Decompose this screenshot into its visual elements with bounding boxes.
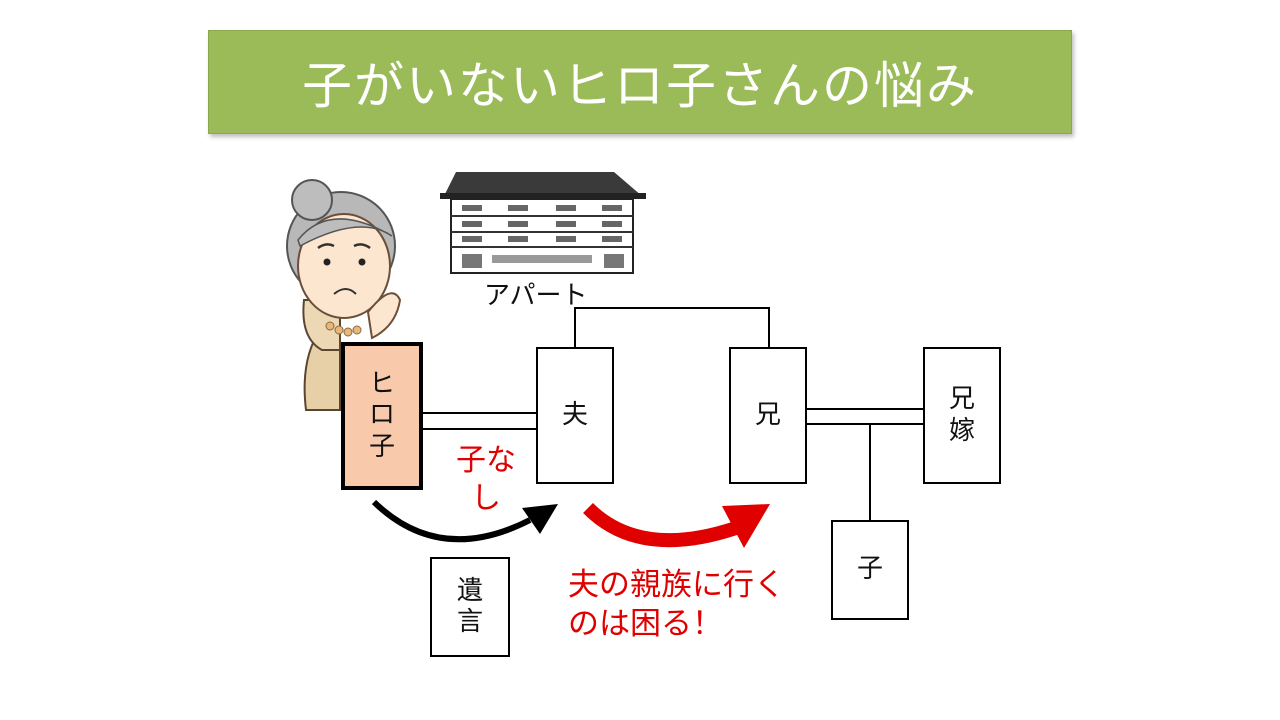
husband-label: 夫 [561,399,588,430]
will-label: 遺言 [456,575,483,637]
brother-marriage-line-bottom [807,423,923,425]
no-child-text: 子なし [456,443,516,516]
page-title: 子がいないヒロ子さんの悩み [302,57,978,115]
curved-arrow-icon [371,499,558,543]
sister-in-law-box: 兄嫁 [923,347,1001,484]
sister-in-law-label: 兄嫁 [948,384,975,446]
nephew-child-box: 子 [831,520,909,620]
sibling-line-right [768,307,770,347]
elderly-woman-worried-icon [286,179,402,411]
brother-marriage-line-top [807,408,923,410]
child-descent-line [869,424,871,520]
marriage-line-bottom [423,428,536,430]
sibling-line-left [574,307,576,347]
brother-label: 兄 [754,399,781,430]
will-box: 遺言 [430,557,510,657]
sibling-line-top [574,307,770,309]
marriage-line-top [423,412,536,414]
red-curved-arrow-icon [583,502,770,548]
brother-box: 兄 [729,347,807,484]
husband-box: 夫 [536,347,614,484]
no-child-note: 子なし [446,442,526,517]
hiroko-label: ヒロ子 [368,369,395,462]
title-banner: 子がいないヒロ子さんの悩み [208,30,1072,134]
apartment-label: アパート [484,281,588,311]
hiroko-box: ヒロ子 [341,342,423,490]
child-label: 子 [856,554,883,585]
concern-note: 夫の親族に行くのは困る！ [568,567,785,642]
apartment-building-icon [440,172,646,274]
